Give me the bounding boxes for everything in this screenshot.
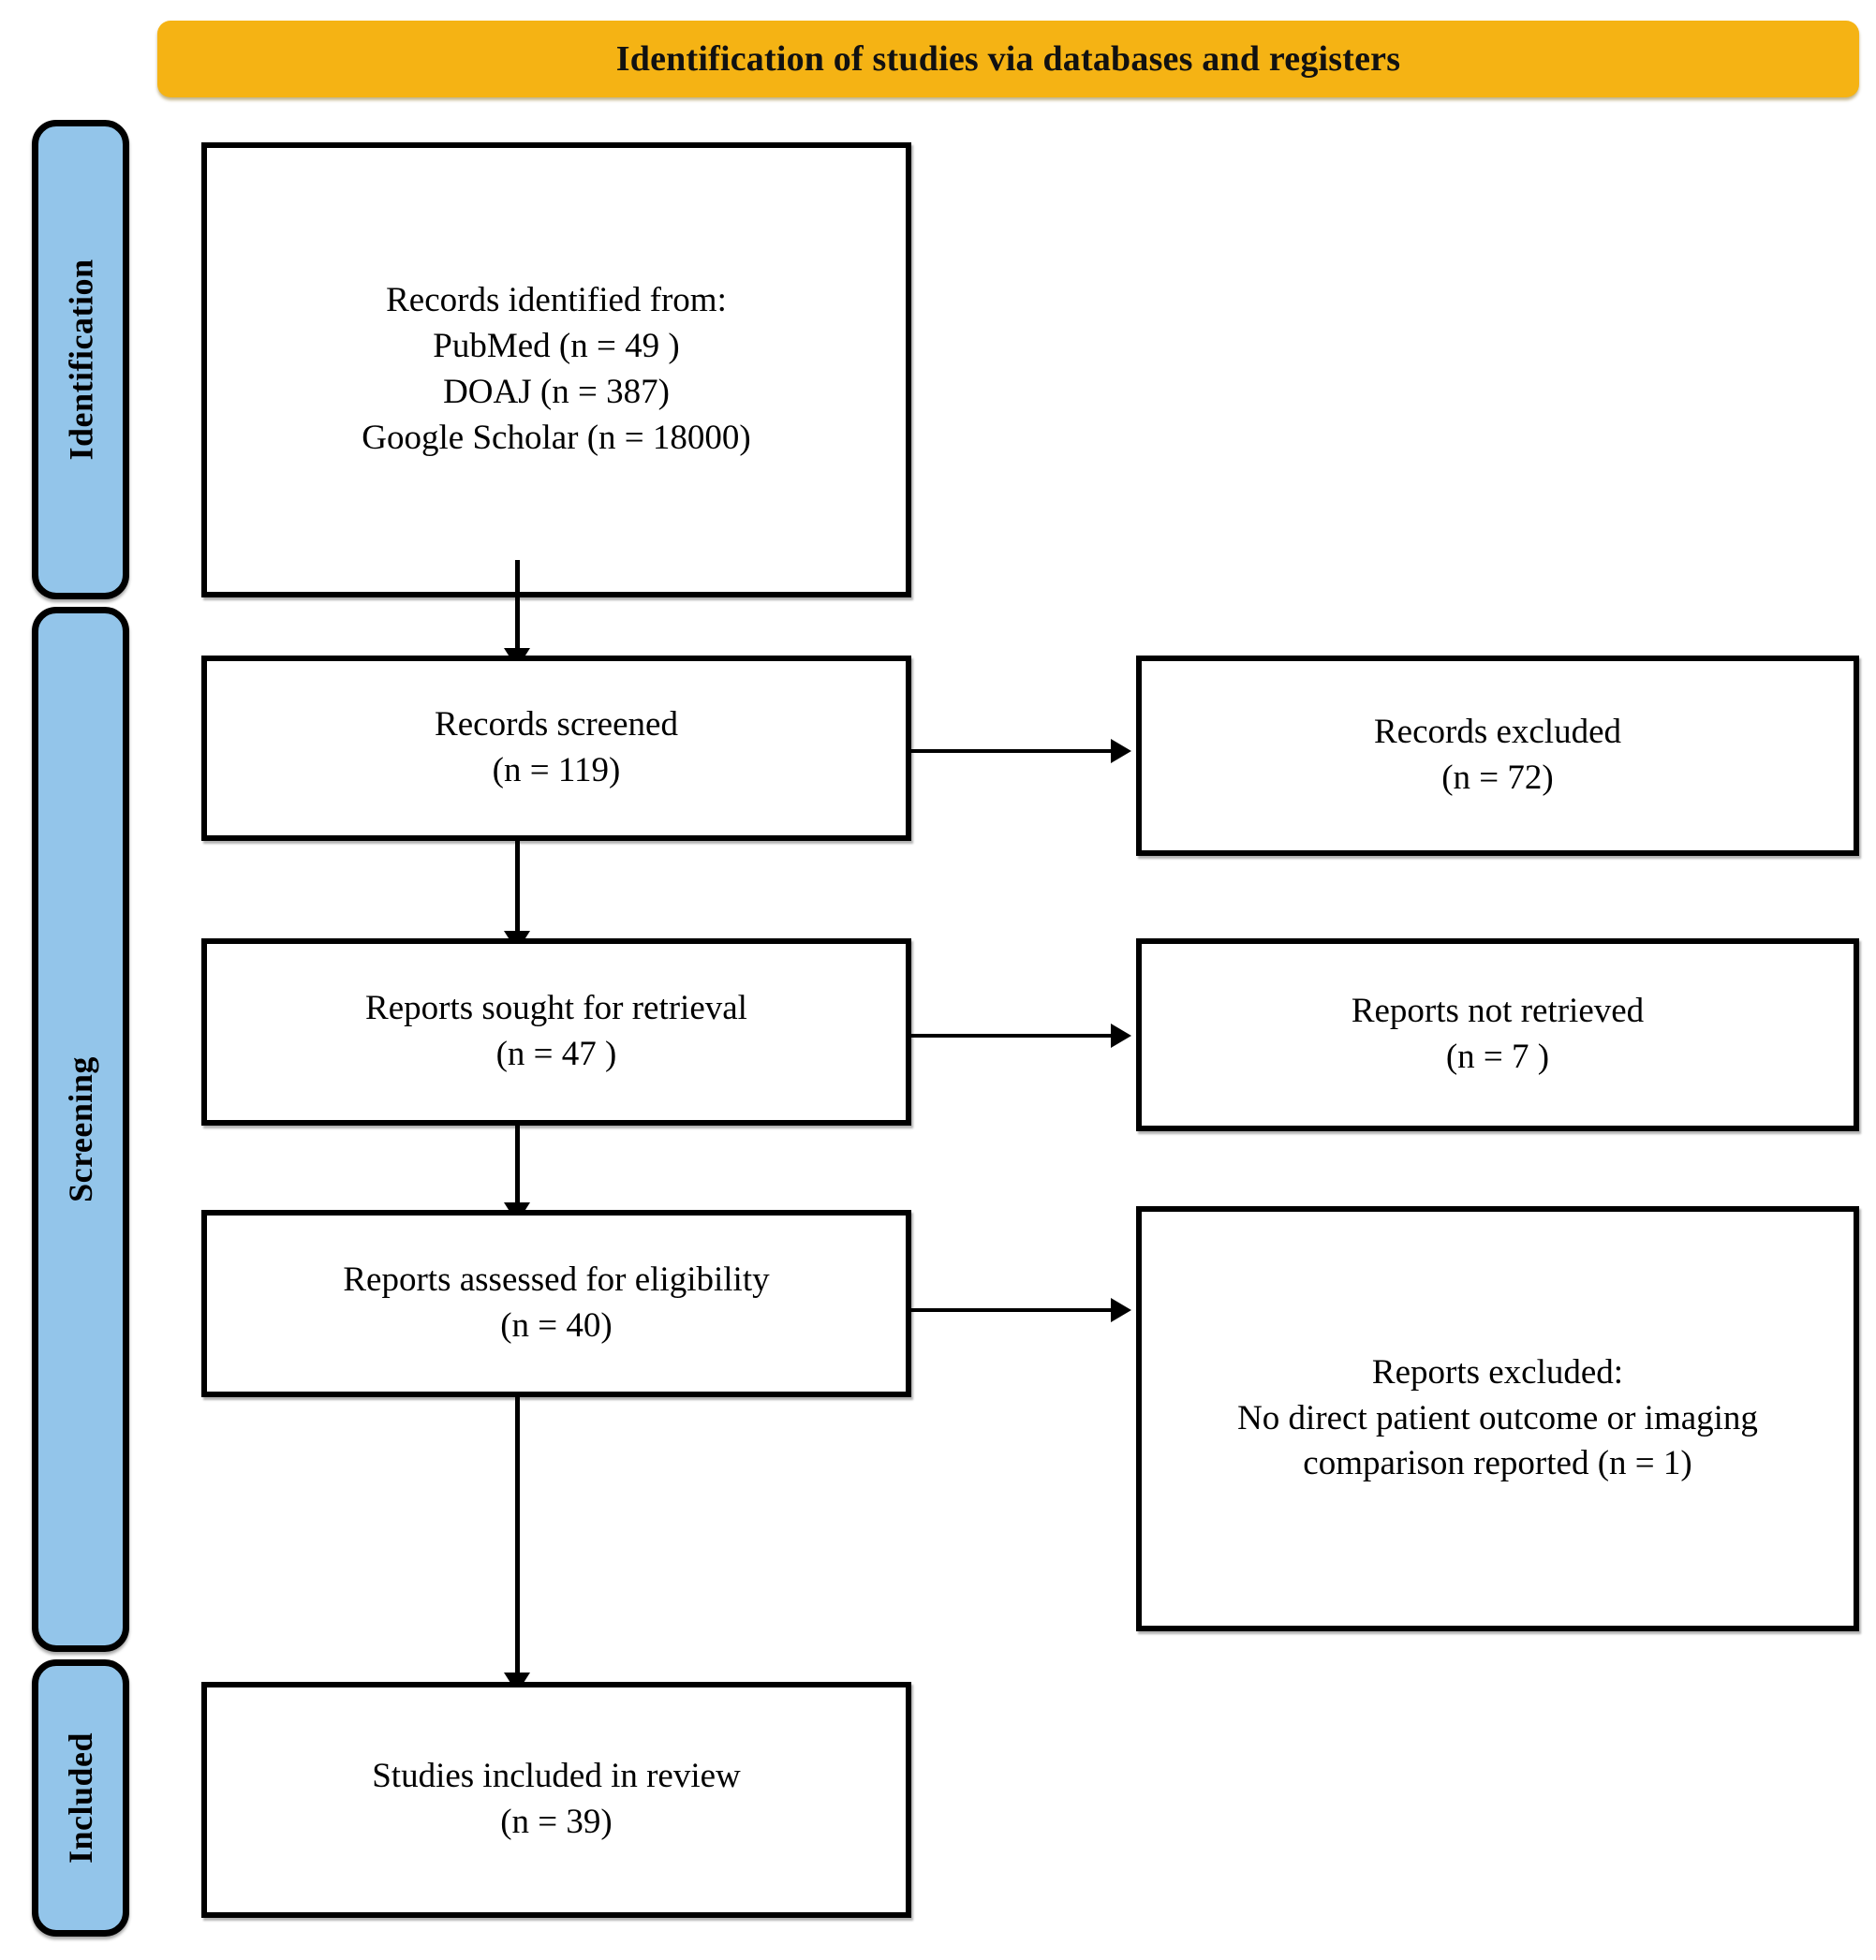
box-reports-excluded: Reports excluded: No direct patient outc… <box>1136 1206 1859 1631</box>
records-identified-line-4: Google Scholar (n = 18000) <box>362 418 751 457</box>
box-studies-included-text: Studies included in review (n = 39) <box>359 1754 754 1846</box>
box-reports-excluded-text: Reports excluded: No direct patient outc… <box>1224 1350 1771 1487</box>
reports-not-retrieved-line-2: (n = 7 ) <box>1445 1038 1550 1076</box>
box-reports-sought: Reports sought for retrieval (n = 47 ) <box>201 938 911 1126</box>
box-reports-assessed: Reports assessed for eligibility (n = 40… <box>201 1210 911 1397</box>
records-screened-line-1: Records screened <box>435 705 678 744</box>
connector-assessed-to-reports-excluded <box>911 1308 1119 1312</box>
phase-screening-text: Screening <box>62 1056 99 1202</box>
connector-sought-to-not-retrieved <box>911 1034 1119 1038</box>
box-records-screened: Records screened (n = 119) <box>201 656 911 841</box>
phase-identification-text: Identification <box>62 258 100 461</box>
records-identified-line-1: Records identified from: <box>386 281 727 320</box>
box-reports-not-retrieved-text: Reports not retrieved (n = 7 ) <box>1338 989 1657 1081</box>
connector-assessed-to-included <box>515 1395 520 1684</box>
reports-sought-line-2: (n = 47 ) <box>495 1035 617 1073</box>
box-records-excluded-text: Records excluded (n = 72) <box>1361 710 1634 802</box>
connector-screened-to-sought <box>515 839 520 940</box>
phase-label-identification: Identification <box>32 120 129 599</box>
box-records-identified: Records identified from: PubMed (n = 49 … <box>201 142 911 597</box>
box-reports-not-retrieved: Reports not retrieved (n = 7 ) <box>1136 938 1859 1131</box>
records-screened-line-2: (n = 119) <box>492 751 621 789</box>
phase-label-screening: Screening <box>32 607 129 1652</box>
records-excluded-line-2: (n = 72) <box>1441 759 1554 797</box>
arrowhead-right-icon <box>1111 739 1131 763</box>
box-reports-sought-text: Reports sought for retrieval (n = 47 ) <box>352 986 761 1078</box>
box-records-screened-text: Records screened (n = 119) <box>421 702 691 794</box>
diagram-header-banner: Identification of studies via databases … <box>157 21 1859 97</box>
reports-assessed-line-2: (n = 40) <box>500 1306 613 1345</box>
box-records-identified-text: Records identified from: PubMed (n = 49 … <box>348 278 763 461</box>
studies-included-line-1: Studies included in review <box>372 1757 741 1796</box>
studies-included-line-2: (n = 39) <box>500 1803 613 1841</box>
reports-not-retrieved-line-1: Reports not retrieved <box>1351 992 1645 1031</box>
reports-assessed-line-1: Reports assessed for eligibility <box>343 1260 770 1300</box>
records-identified-line-2: PubMed (n = 49 ) <box>433 327 680 366</box>
records-excluded-line-1: Records excluded <box>1373 713 1622 752</box>
arrowhead-right-icon <box>1111 1298 1131 1322</box>
phase-label-included: Included <box>32 1659 129 1937</box>
reports-excluded-line-1: Reports excluded: <box>1371 1352 1624 1392</box>
box-reports-assessed-text: Reports assessed for eligibility (n = 40… <box>330 1258 782 1349</box>
reports-excluded-line-3: comparison reported (n = 1) <box>1303 1444 1692 1483</box>
box-studies-included: Studies included in review (n = 39) <box>201 1682 911 1918</box>
connector-identified-to-screened <box>515 560 520 657</box>
phase-included-text: Included <box>62 1732 99 1864</box>
banner-title: Identification of studies via databases … <box>615 39 1401 79</box>
reports-excluded-line-2: No direct patient outcome or imaging <box>1237 1398 1758 1437</box>
connector-sought-to-assessed <box>515 1124 520 1212</box>
box-records-excluded: Records excluded (n = 72) <box>1136 656 1859 856</box>
arrowhead-right-icon <box>1111 1024 1131 1048</box>
connector-screened-to-records-excluded <box>911 749 1119 753</box>
records-identified-line-3: DOAJ (n = 387) <box>443 373 670 411</box>
reports-sought-line-1: Reports sought for retrieval <box>365 989 747 1028</box>
